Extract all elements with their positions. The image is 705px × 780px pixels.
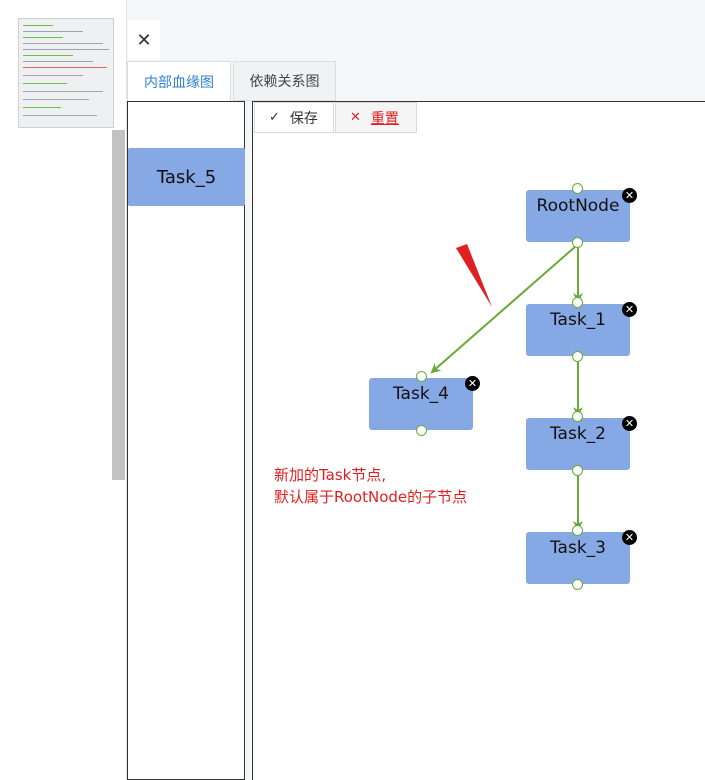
minimap[interactable] [18, 18, 114, 128]
port-out[interactable] [572, 351, 583, 362]
port-out[interactable] [572, 465, 583, 476]
tab-lineage[interactable]: 内部血缘图 [127, 61, 231, 101]
tab-label: 内部血缘图 [144, 74, 214, 91]
node-task-2[interactable]: Task_2 ✕ [526, 416, 637, 470]
close-icon: ✕ [136, 29, 152, 51]
node-task-1[interactable]: Task_1 ✕ [526, 302, 637, 356]
tab-label: 依赖关系图 [249, 74, 320, 90]
node-task-3[interactable]: Task_3 ✕ [526, 530, 637, 584]
save-button[interactable]: ✓ 保存 [254, 102, 334, 133]
reset-label: 重置 [370, 110, 399, 127]
node-label: Task_2 [549, 424, 606, 444]
palette-item-label: Task_5 [156, 166, 217, 188]
node-label: Task_4 [392, 384, 449, 404]
annotation-text: 新加的Task节点, 默认属于RootNode的子节点 [274, 464, 467, 508]
close-icon: ✕ [350, 110, 361, 125]
reset-button[interactable]: ✕ 重置 [335, 102, 417, 133]
port-out[interactable] [572, 579, 583, 590]
delete-icon[interactable]: ✕ [622, 416, 637, 431]
save-label: 保存 [289, 110, 318, 127]
scrollbar[interactable] [112, 130, 125, 480]
delete-icon[interactable]: ✕ [465, 376, 480, 391]
port-in[interactable] [572, 525, 583, 536]
node-palette: Task_5 [127, 101, 245, 780]
node-rootnode[interactable]: RootNode ✕ [526, 188, 637, 242]
palette-item-task-5[interactable]: Task_5 [128, 148, 245, 206]
check-icon: ✓ [269, 110, 280, 125]
port-in[interactable] [572, 297, 583, 308]
graph-canvas[interactable] [252, 101, 705, 780]
node-label: RootNode [536, 196, 620, 216]
delete-icon[interactable]: ✕ [622, 188, 637, 203]
port-in[interactable] [416, 371, 427, 382]
annotation-line: 默认属于RootNode的子节点 [274, 488, 468, 506]
delete-icon[interactable]: ✕ [622, 530, 637, 545]
port-in[interactable] [572, 411, 583, 422]
minimap-column [0, 0, 127, 780]
node-task-4[interactable]: Task_4 ✕ [369, 376, 480, 430]
close-button[interactable]: ✕ [128, 20, 160, 60]
tab-dependency[interactable]: 依赖关系图 [233, 61, 336, 101]
node-label: Task_1 [549, 310, 606, 330]
port-out[interactable] [416, 425, 427, 436]
port-out[interactable] [572, 237, 583, 248]
annotation-line: 新加的Task节点, [274, 466, 387, 484]
port-in[interactable] [572, 183, 583, 194]
node-label: Task_3 [549, 538, 606, 558]
delete-icon[interactable]: ✕ [622, 302, 637, 317]
